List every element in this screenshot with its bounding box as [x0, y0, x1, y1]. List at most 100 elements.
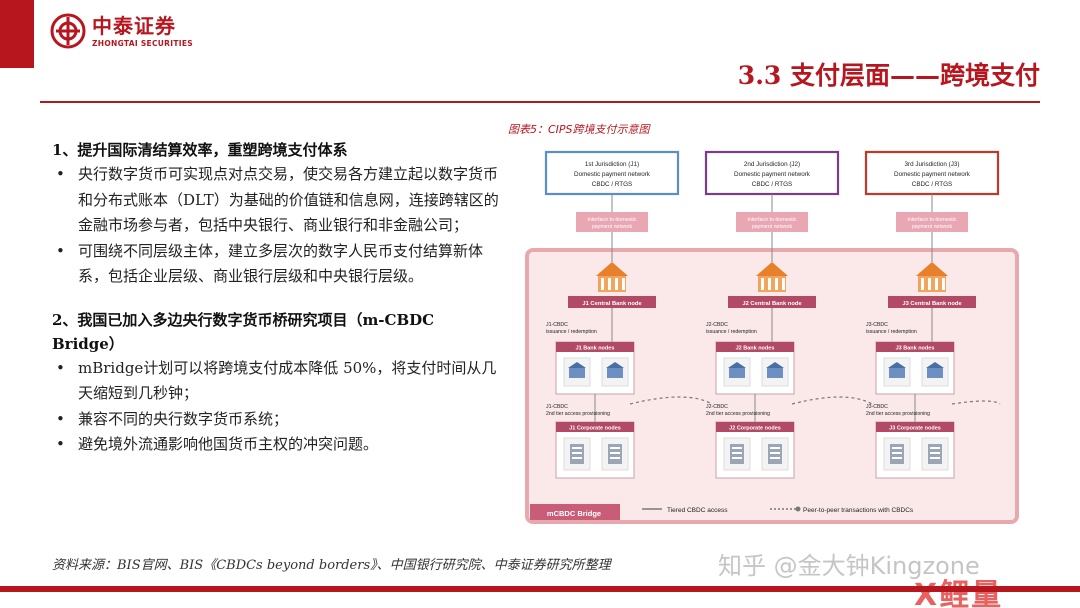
jurisdiction-network: Domestic payment network [894, 171, 971, 178]
bank-roof-icon [596, 262, 628, 276]
access-label: 2nd tier access provisioning [546, 411, 610, 417]
bank-roof-icon [756, 262, 788, 276]
source-note: 资料来源：BIS官网、BIS《CBDCs beyond borders》、中国银… [52, 558, 611, 573]
central-node-box [888, 296, 976, 308]
bank-column-icon [921, 278, 924, 290]
bank-nodes-label: J1 Bank nodes [576, 346, 615, 352]
corporate-tile [723, 437, 751, 471]
issuance-label: issuance / redemption [866, 329, 917, 335]
bank-nodes-label: J3 Bank nodes [896, 346, 935, 352]
corporate-nodes-label: J3 Corporate nodes [889, 426, 941, 432]
list-item: 央行数字货币可实现点对点交易，使交易各方建立起以数字货币和分布式账本（DLT）为… [52, 162, 502, 239]
bank-column-icon [622, 278, 625, 290]
bank-body-icon [758, 276, 786, 292]
bank-small-body-icon [767, 368, 783, 378]
interface-label: payment network [912, 224, 953, 230]
header-accent-bar [0, 0, 34, 68]
bank-column-icon [935, 278, 938, 290]
bank-small-body-icon [607, 368, 623, 378]
logo-en-text: ZHONGTAI SECURITIES [92, 38, 193, 48]
jurisdiction-cbdc: CBDC / RTGS [592, 181, 632, 188]
access-label: 2nd tier access provisioning [866, 411, 930, 417]
building-window-icon [572, 452, 582, 454]
section2-heading: 2、我国已加入多边央行数字货币桥研究项目（m-CBDC Bridge） [52, 310, 435, 353]
company-logo: 中泰证券 ZHONGTAI SECURITIES [50, 13, 193, 49]
bank-column-icon [775, 278, 778, 290]
interface-box [736, 212, 808, 232]
zhongtai-logo-icon [50, 13, 86, 49]
list-item: 兼容不同的央行数字货币系统； [52, 407, 502, 433]
p2p-dashed-path [629, 396, 1001, 405]
jurisdiction-title: 1st Jurisdiction (J1) [585, 161, 639, 168]
bank-small-roof-icon [888, 362, 906, 368]
bank-roof-icon [916, 262, 948, 276]
central-node-label: J1 Central Bank node [582, 301, 642, 307]
corporate-tile [883, 437, 911, 471]
bank-nodes-header [716, 342, 794, 352]
corporate-nodes-header [556, 422, 634, 432]
section2-bullets: mBridge计划可以将跨境支付成本降低 50%，将支付时间从几天缩短到几秒钟；… [52, 356, 502, 458]
building-window-icon [732, 457, 742, 459]
building-window-icon [930, 457, 940, 459]
bank-nodes-header [876, 342, 954, 352]
access-label: J1-CBDC [546, 404, 568, 410]
interface-label: Interface to domestic [747, 217, 797, 223]
page-title: 3.3 支付层面——跨境支付 [737, 61, 1040, 90]
building-window-icon [572, 447, 582, 449]
legend-dashed-label: Peer-to-peer transactions with CBDCs [803, 507, 914, 514]
content-text: 1、提升国际清结算效率，重塑跨境支付体系 央行数字货币可实现点对点交易，使交易各… [52, 138, 502, 458]
building-window-icon [572, 457, 582, 459]
building-window-icon [732, 447, 742, 449]
interface-box [896, 212, 968, 232]
central-node-box [568, 296, 656, 308]
building-window-icon [930, 447, 940, 449]
bank-small-roof-icon [606, 362, 624, 368]
interface-box [576, 212, 648, 232]
section1-heading: 1、提升国际清结算效率，重塑跨境支付体系 [52, 141, 348, 159]
corner-logo: X鲤量 [914, 578, 1004, 608]
access-label: 2nd tier access provisioning [706, 411, 770, 417]
central-node-box [728, 296, 816, 308]
issuance-label: J1-CBDC [546, 322, 568, 328]
corporate-nodes-header [716, 422, 794, 432]
corporate-nodes-header [876, 422, 954, 432]
legend-solid-label: Tiered CBDC access [667, 507, 728, 514]
bridge-label: mCBDC Bridge [547, 509, 601, 518]
building-window-icon [732, 452, 742, 454]
list-item: 可围绕不同层级主体，建立多层次的数字人民币支付结算新体系，包括企业层级、商业银行… [52, 239, 502, 290]
issuance-label: issuance / redemption [546, 329, 597, 335]
bank-small-body-icon [729, 368, 745, 378]
issuance-label: J2-CBDC [706, 322, 728, 328]
bank-column-icon [761, 278, 764, 290]
access-label: J3-CBDC [866, 404, 888, 410]
bank-column-icon [928, 278, 931, 290]
interface-label: payment network [752, 224, 793, 230]
bank-column-icon [608, 278, 611, 290]
bridge-label-bg [530, 504, 620, 520]
issuance-label: J3-CBDC [866, 322, 888, 328]
footer-divider [0, 586, 1080, 592]
building-window-icon [770, 457, 780, 459]
jurisdiction-box [544, 150, 680, 196]
building-window-icon [610, 457, 620, 459]
bank-body-icon [598, 276, 626, 292]
central-node-label: J3 Central Bank node [902, 301, 962, 307]
interface-label: payment network [592, 224, 633, 230]
bank-column-icon [615, 278, 618, 290]
interface-label: Interface to domestic [587, 217, 637, 223]
bank-nodes-label: J2 Bank nodes [736, 346, 775, 352]
issuance-label: issuance / redemption [706, 329, 757, 335]
corporate-nodes-label: J1 Corporate nodes [569, 426, 621, 432]
bank-small-body-icon [927, 368, 943, 378]
jurisdiction-box [864, 150, 1000, 196]
interface-label: Interface to domestic [907, 217, 957, 223]
bank-small-roof-icon [728, 362, 746, 368]
zhihu-watermark: 知乎 @金大钟Kingzone [718, 552, 980, 580]
list-item: mBridge计划可以将跨境支付成本降低 50%，将支付时间从几天缩短到几秒钟； [52, 356, 502, 407]
jurisdiction-title: 3rd Jurisdiction (J3) [905, 161, 960, 168]
building-window-icon [610, 447, 620, 449]
figure-caption: 图表5：CIPS跨境支付示意图 [508, 123, 650, 136]
building-window-icon [892, 452, 902, 454]
legend-dashed-dot [795, 506, 801, 512]
jurisdiction-box [704, 150, 840, 196]
